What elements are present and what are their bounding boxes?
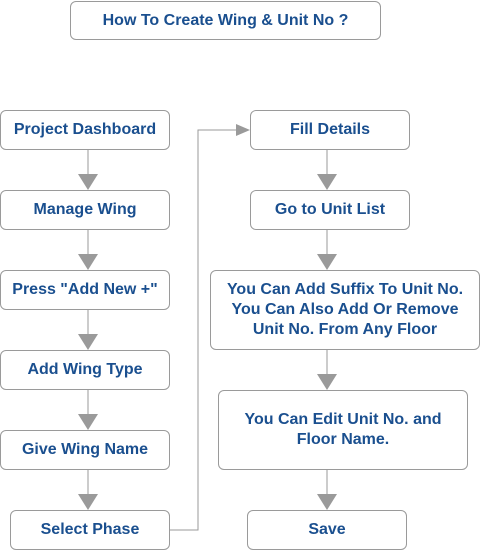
arrow-head-9 (317, 494, 337, 510)
arrow-head-7 (317, 254, 337, 270)
step-press-add-new: Press "Add New +" (0, 270, 170, 310)
step-fill-details: Fill Details (250, 110, 410, 150)
arrow-head-2 (78, 254, 98, 270)
step-give-wing-name: Give Wing Name (0, 430, 170, 470)
step-go-to-unit-list: Go to Unit List (250, 190, 410, 230)
arrow-head-8 (317, 374, 337, 390)
arrow-head-elbow (236, 124, 250, 136)
step-save: Save (247, 510, 407, 550)
arrow-head-3 (78, 334, 98, 350)
step-project-dashboard: Project Dashboard (0, 110, 170, 150)
arrow-head-1 (78, 174, 98, 190)
arrow-head-6 (317, 174, 337, 190)
step-add-suffix: You Can Add Suffix To Unit No. You Can A… (210, 270, 480, 350)
arrow-head-5 (78, 494, 98, 510)
step-manage-wing: Manage Wing (0, 190, 170, 230)
step-edit-unit-no: You Can Edit Unit No. and Floor Name. (218, 390, 468, 470)
elbow-connector (170, 129, 238, 531)
step-add-wing-type: Add Wing Type (0, 350, 170, 390)
arrow-head-4 (78, 414, 98, 430)
step-select-phase: Select Phase (10, 510, 170, 550)
diagram-title: How To Create Wing & Unit No ? (70, 1, 381, 40)
